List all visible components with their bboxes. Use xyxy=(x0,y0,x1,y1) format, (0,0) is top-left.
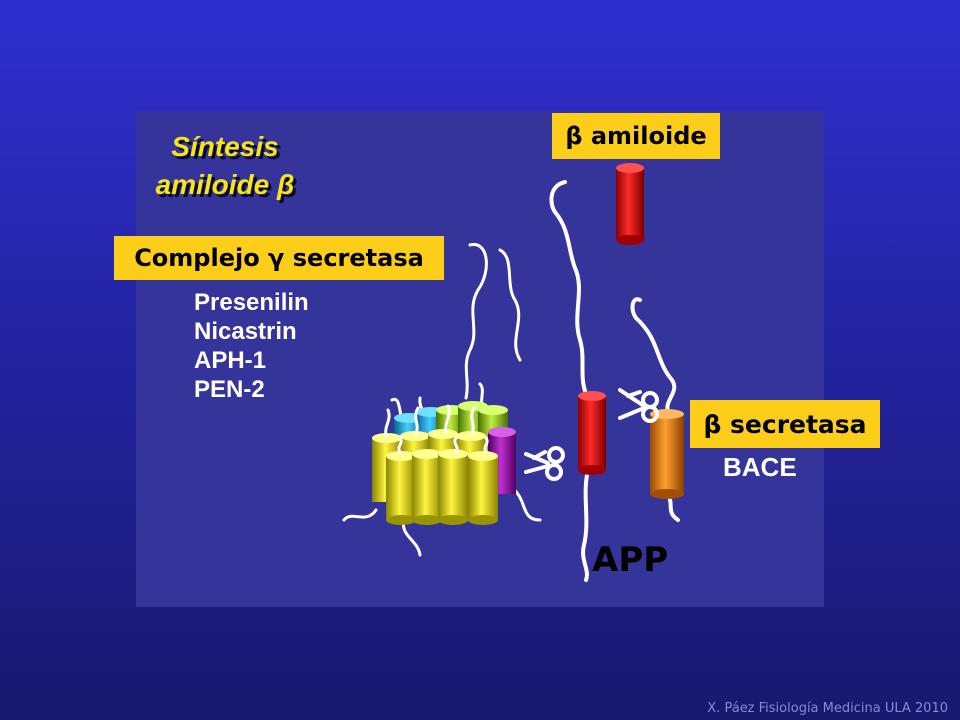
gamma-secretase-complex xyxy=(372,401,516,525)
title-line-1: Síntesis xyxy=(171,131,279,162)
beta-amyloid-label: β amiloide xyxy=(552,113,720,159)
bace-cylinder xyxy=(650,409,684,499)
app-label: APP xyxy=(592,540,669,580)
component-aph1: APH-1 xyxy=(194,347,267,374)
gamma-secretase-label: Complejo γ secretasa xyxy=(114,236,444,280)
app-strand xyxy=(549,180,590,582)
component-pen2: PEN-2 xyxy=(194,376,265,403)
beta-secretase-label: β secretasa xyxy=(690,400,880,448)
bace-label: BACE xyxy=(723,452,797,482)
app-transmembrane-segment xyxy=(578,391,606,475)
component-presenilin: Presenilin xyxy=(194,289,309,316)
title-line-2: amiloide β xyxy=(155,169,295,200)
beta-amyloid-fragment xyxy=(616,163,644,245)
slide-title: Síntesis amiloide β xyxy=(150,128,300,204)
footer-credit: X. Páez Fisiología Medicina ULA 2010 xyxy=(707,701,948,716)
complex-top-strands xyxy=(384,404,489,454)
component-nicastrin: Nicastrin xyxy=(194,318,297,345)
scissors-icon-gamma xyxy=(524,446,565,481)
scissors-icon-beta xyxy=(618,388,659,423)
complex-components-list: Presenilin Nicastrin APH-1 PEN-2 xyxy=(194,288,309,404)
